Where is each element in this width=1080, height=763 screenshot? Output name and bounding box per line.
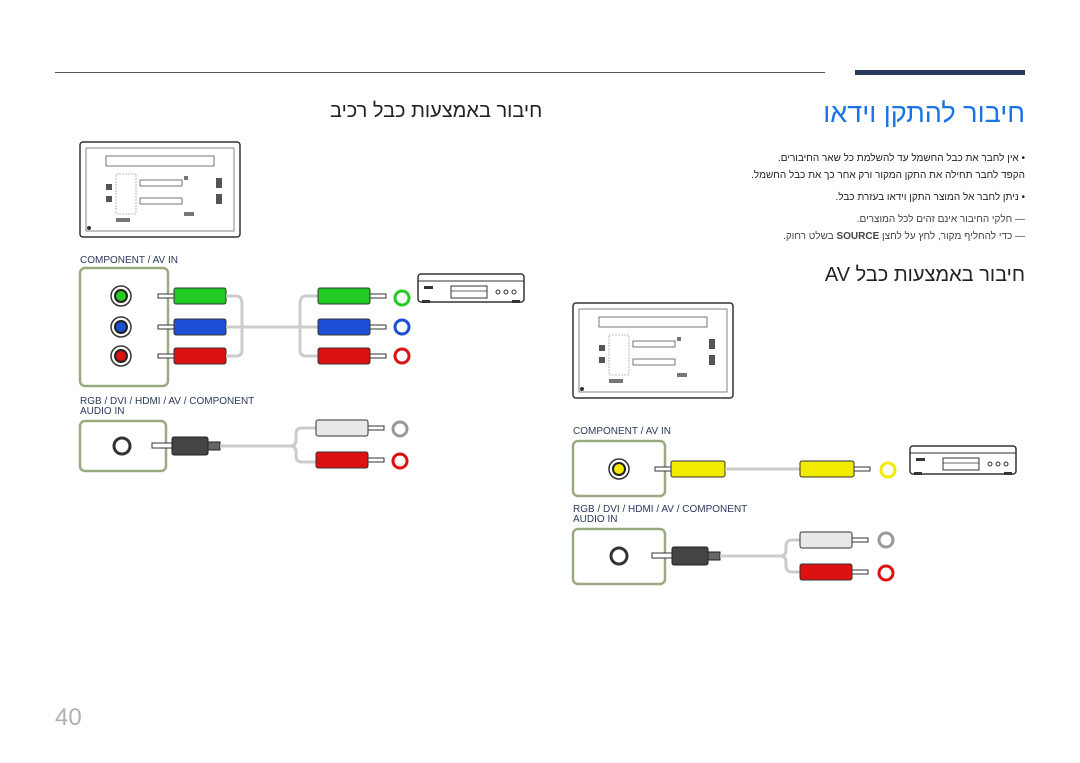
av-section-title: חיבור באמצעות כבל AV [824, 264, 1025, 286]
instructions: • אין לחבר את כבל החשמל עד להשלמת כל שאר… [605, 150, 1025, 245]
page-number: 40 [55, 704, 82, 731]
right-player-av-jack [879, 461, 897, 479]
right-audio-jacks [877, 531, 895, 582]
header-rule-thin [55, 72, 825, 73]
left-audio-label-line1: RGB / DVI / HDMI / AV / COMPONENT [80, 396, 255, 407]
left-audio-panel [78, 419, 221, 473]
right-audio-label-line2: AUDIO IN [573, 514, 618, 525]
left-audio-label: RGB / DVI / HDMI / AV / COMPONENT AUDIO … [80, 397, 254, 417]
left-player-jacks [393, 289, 411, 365]
left-audio-cable [220, 426, 316, 464]
right-av-panel [571, 439, 667, 498]
left-audio-jacks [391, 420, 409, 470]
right-audio-cable [720, 538, 800, 574]
left-component-cables [226, 294, 318, 358]
right-av-cable [654, 460, 871, 478]
left-monitor-rear-icon [79, 141, 241, 238]
note-1: ― חלקי החיבור אינם זהים לכל המוצרים. [856, 214, 1025, 225]
source-key-label: SOURCE [836, 231, 880, 242]
header-rule-thick [855, 70, 1025, 75]
right-audio-panel [571, 527, 721, 586]
page-title: חיבור להתקן וידאו [823, 98, 1025, 128]
right-component-label: COMPONENT / AV IN [573, 426, 671, 437]
left-component-panel [78, 266, 170, 388]
right-monitor-rear-icon [572, 302, 734, 399]
right-audio-plugs [799, 531, 869, 581]
note-2: ― כדי להחליף מקור, לחץ על לחצן SOURCE בש… [605, 228, 1025, 245]
instruction-bullet-1: • אין לחבר את כבל החשמל עד להשלמת כל שאר… [777, 153, 1025, 164]
left-player-device-icon [417, 273, 525, 304]
right-player-device-icon [909, 445, 1017, 476]
right-audio-label-line1: RGB / DVI / HDMI / AV / COMPONENT [573, 504, 748, 515]
note-2-post: בשלט רחוק. [783, 231, 837, 242]
left-component-label: COMPONENT / AV IN [80, 255, 178, 266]
instruction-bullet-2: • ניתן לחבר אל המוצר התקן וידאו בעזרת כב… [835, 192, 1025, 203]
left-component-plugs-player [317, 287, 387, 365]
right-audio-label: RGB / DVI / HDMI / AV / COMPONENT AUDIO … [573, 505, 747, 525]
left-component-plugs-source [157, 287, 227, 365]
left-audio-plugs [315, 419, 385, 469]
instruction-bullet-1-cont: הקפד לחבר תחילה את התקן המקור ורק אחר כך… [751, 170, 1025, 181]
note-2-pre: ― כדי להחליף מקור, לחץ על לחצן [879, 231, 1025, 242]
component-section-title: חיבור באמצעות כבל רכיב [330, 100, 543, 122]
left-audio-label-line2: AUDIO IN [80, 406, 125, 417]
